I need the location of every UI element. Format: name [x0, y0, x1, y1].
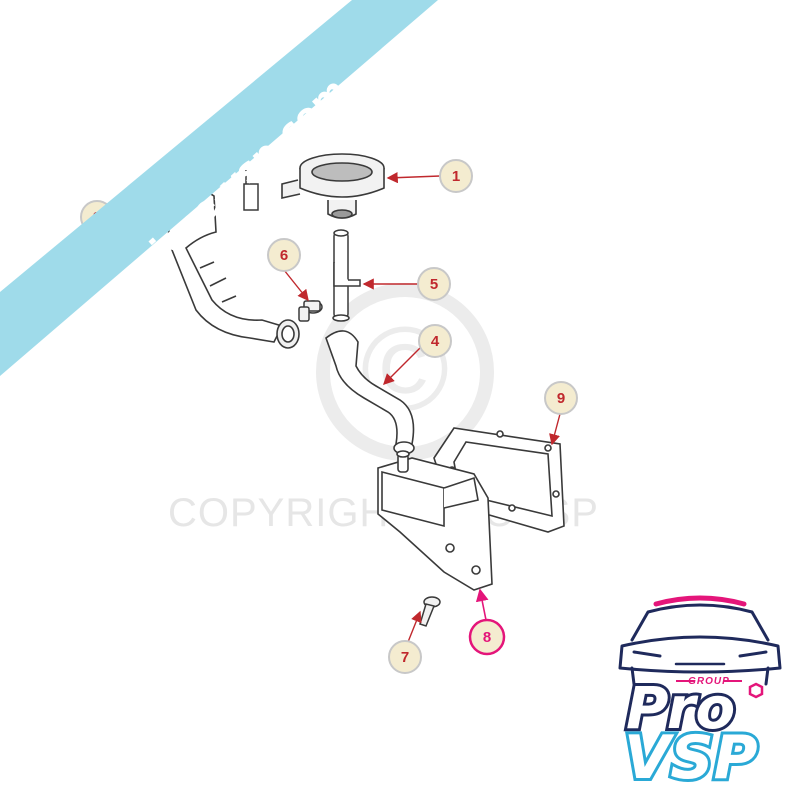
part-6-bolt — [298, 300, 323, 322]
provsp-logo: GROUP Pro VSP — [618, 595, 782, 796]
logo-brand-top: Pro — [626, 674, 735, 742]
callout-9: 9 — [544, 381, 578, 415]
car-outline-icon — [618, 595, 782, 686]
logo-group-label: GROUP — [688, 676, 730, 687]
banner-stripe — [0, 0, 438, 376]
logo-brand-bottom: VSP — [624, 723, 758, 793]
callout-1: 1 — [439, 159, 473, 193]
callout-5-label: 5 — [430, 276, 438, 293]
callout-7-label: 7 — [401, 649, 409, 666]
leader-7 — [407, 610, 422, 643]
leader-1 — [386, 172, 441, 184]
part-1-breather-valve — [281, 153, 385, 219]
callout-1-label: 1 — [452, 168, 460, 185]
part-7-screw — [419, 596, 441, 627]
callout-8-label: 8 — [483, 629, 491, 646]
hexagon-icon — [748, 682, 764, 699]
callout-8: 8 — [468, 618, 506, 656]
callout-7: 7 — [388, 640, 422, 674]
leader-9 — [549, 413, 561, 446]
part-5-pipe-bracket — [332, 229, 361, 322]
callout-4-label: 4 — [431, 333, 440, 350]
callout-6-label: 6 — [280, 247, 288, 264]
leader-8 — [475, 588, 489, 621]
leader-6 — [283, 269, 309, 302]
leader-4 — [383, 347, 421, 385]
callout-5: 5 — [417, 267, 451, 301]
callout-4: 4 — [418, 324, 452, 358]
part-3-hose — [167, 187, 300, 349]
part-8-separator-housing — [377, 450, 493, 591]
callout-9-label: 9 — [557, 390, 565, 407]
callout-6: 6 — [267, 238, 301, 272]
